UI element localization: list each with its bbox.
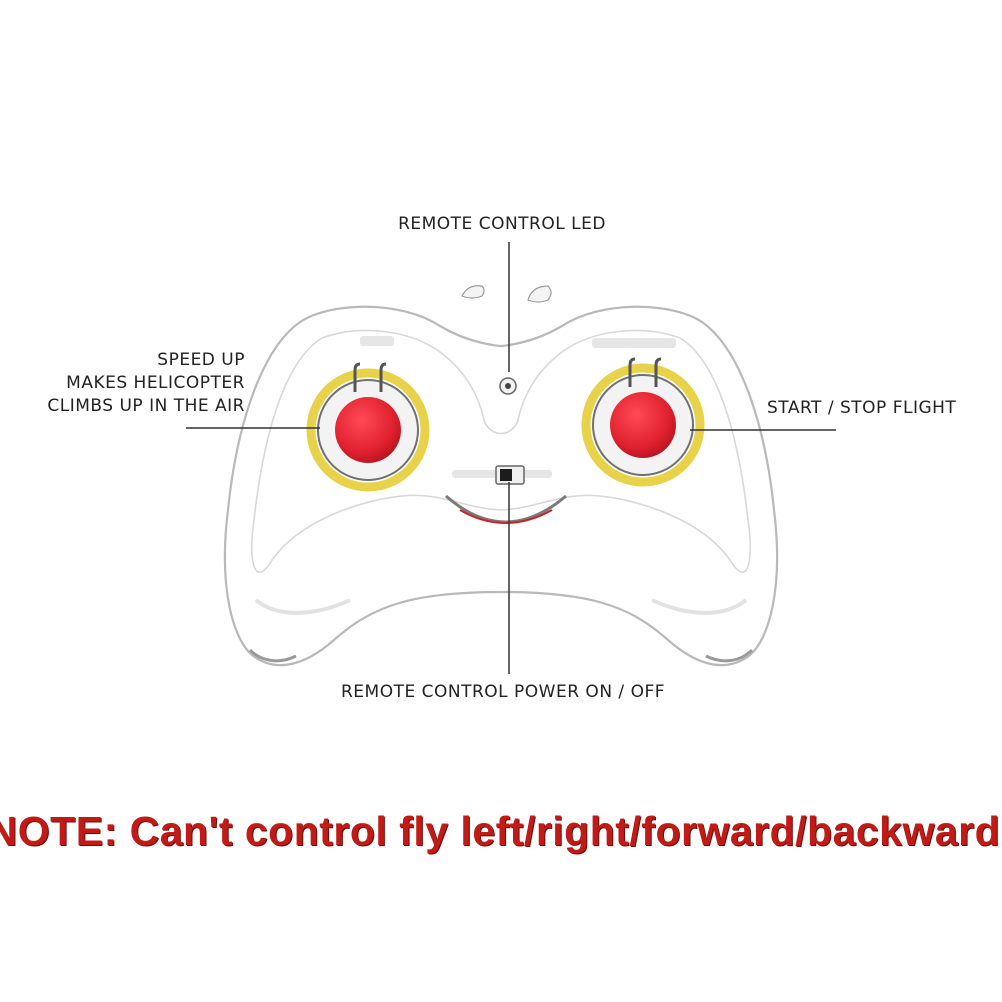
speed-up-line-3: CLIMBS UP IN THE AIR bbox=[47, 396, 245, 416]
speed-up-line-2: MAKES HELICOPTER bbox=[66, 373, 245, 393]
callout-lines bbox=[186, 242, 836, 674]
led-label: REMOTE CONTROL LED bbox=[398, 214, 606, 234]
start-stop-label: START / STOP FLIGHT bbox=[767, 398, 957, 418]
controller-body bbox=[223, 305, 779, 667]
led-icon bbox=[499, 377, 517, 395]
power-switch-icon bbox=[495, 465, 525, 485]
embossed-marks bbox=[360, 336, 676, 478]
top-nubs bbox=[461, 285, 552, 303]
start-stop-button bbox=[581, 357, 705, 487]
note-text: NOTE: Can't control fly left/right/forwa… bbox=[0, 808, 1002, 854]
speed-up-line-1: SPEED UP bbox=[157, 350, 245, 370]
speed-up-label: SPEED UP MAKES HELICOPTER CLIMBS UP IN T… bbox=[47, 349, 245, 418]
smile-mark bbox=[445, 494, 567, 524]
up-button bbox=[306, 362, 430, 492]
power-label: REMOTE CONTROL POWER ON / OFF bbox=[340, 682, 666, 702]
